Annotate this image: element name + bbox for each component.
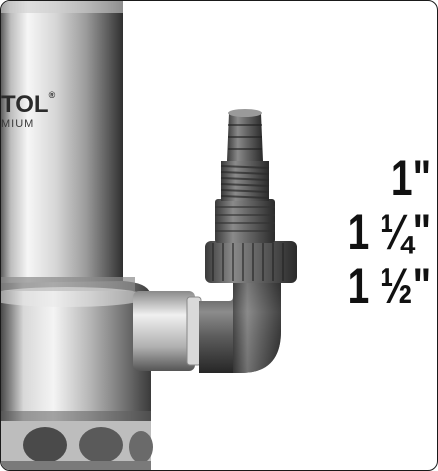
connector-size-1-quarter: 1 ¼" [347, 204, 431, 260]
brand-subtext: MIUM [1, 118, 35, 130]
connector-size-1-half: 1 ½" [347, 258, 431, 314]
intake-hole [129, 431, 153, 463]
pump-lower-body [1, 281, 151, 433]
connector-size-list: 1" 1 ¼" 1 ½" [324, 151, 431, 313]
brand-logo: TOL® [1, 90, 56, 118]
pump-motor-housing [1, 1, 123, 283]
hose-adapter-step-large [215, 199, 275, 243]
connector-size-1: 1" [390, 150, 431, 206]
outlet-coupling [133, 291, 195, 371]
intake-hole [79, 427, 123, 463]
intake-hole [23, 427, 67, 463]
